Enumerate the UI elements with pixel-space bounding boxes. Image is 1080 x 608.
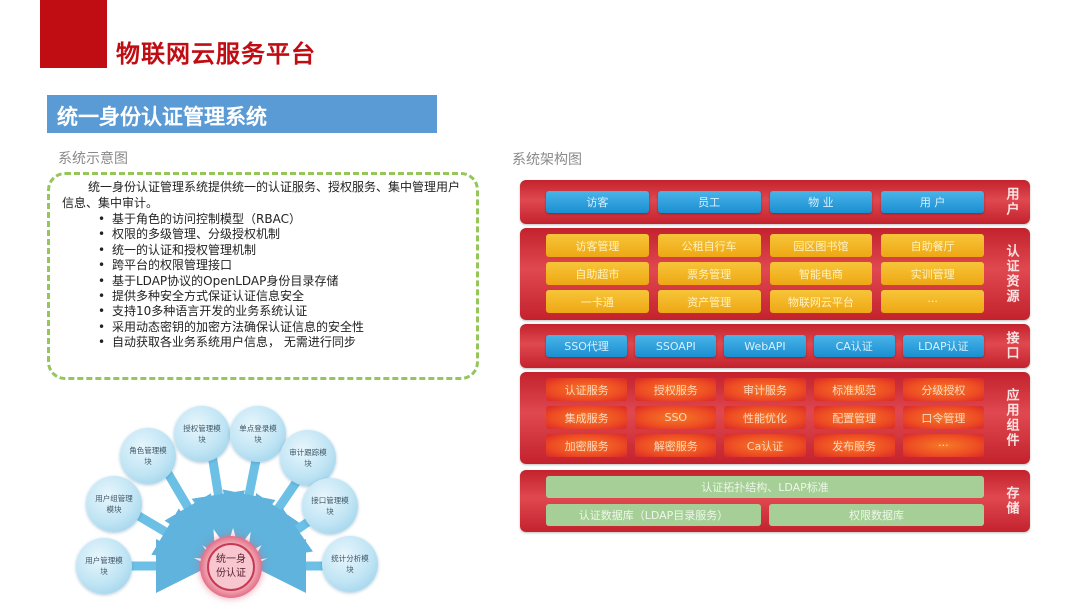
resource-cell: 物联网云平台 [769,290,873,313]
interface-cell: SSO代理 [546,335,628,357]
module-node-usergroup-mgmt: 用户组管理模块 [86,476,142,532]
layer-cells: 认证服务 授权服务 审计服务 标准规范 分级授权 集成服务 SSO 性能优化 配… [546,378,984,457]
feature-item: 基于角色的访问控制模型（RBAC） [98,212,468,228]
component-cell: 审计服务 [724,378,806,401]
layer-label: 接口 [1003,331,1019,361]
resource-cell: 资产管理 [657,290,761,313]
interface-cell: CA认证 [813,335,895,357]
brand-block [40,0,107,68]
layer-label: 认证资源 [1003,244,1019,304]
component-cell: Ca认证 [724,434,806,457]
module-node-statistics: 统计分析模块 [322,536,378,592]
feature-item: 权限的多级管理、分级授权机制 [98,227,468,243]
center-node: 统一身份认证 [200,536,262,598]
module-node-user-mgmt: 用户管理模块 [76,538,132,594]
layer-label: 存储 [1003,486,1019,516]
resource-cell: 智能电商 [769,262,873,285]
resource-cell: 公租自行车 [657,234,761,257]
interface-cell: WebAPI [724,335,806,357]
layer-cells: 认证拓扑结构、LDAP标准 认证数据库（LDAP目录服务） 权限数据库 [546,476,984,526]
feature-item: 统一的认证和授权管理机制 [98,243,468,259]
layer-cells: 访客管理 公租自行车 园区图书馆 自助餐厅 自助超市 票务管理 智能电商 实训管… [546,234,984,313]
component-cell: 分级授权 [902,378,984,401]
feature-item: 提供多种安全方式保证认证信息安全 [98,289,468,305]
storage-cell: 权限数据库 [769,504,984,526]
component-cell: 配置管理 [813,406,895,429]
component-cell: 加密服务 [546,434,628,457]
user-cell: 访客 [546,191,649,213]
layer-label: 用户 [1003,187,1019,217]
resource-cell: 访客管理 [546,234,649,257]
architecture-label: 系统架构图 [512,152,582,168]
component-cell: ··· [902,434,984,457]
feature-item: 采用动态密钥的加密方法确保认证信息的安全性 [98,320,468,336]
user-cell: 物 业 [769,191,873,213]
schematic-label: 系统示意图 [58,151,128,167]
module-node-authz-mgmt: 授权管理模块 [174,406,230,462]
resource-cell: 实训管理 [881,262,984,285]
resource-cell: 一卡通 [546,290,649,313]
component-cell: 解密服务 [635,434,717,457]
interface-cell: SSOAPI [635,335,717,357]
layer-storage: 认证拓扑结构、LDAP标准 认证数据库（LDAP目录服务） 权限数据库 存储 [520,470,1030,532]
feature-item: 支持10多种语言开发的业务系统认证 [98,304,468,320]
storage-cell: 认证数据库（LDAP目录服务） [546,504,761,526]
layer-cells: 访客 员工 物 业 用 户 [546,191,984,213]
feature-item: 基于LDAP协议的OpenLDAP身份目录存储 [98,274,468,290]
module-node-audit: 审计跟踪模块 [280,430,336,486]
storage-cell: 认证拓扑结构、LDAP标准 [546,476,984,498]
resource-cell: ··· [881,290,984,313]
layer-app-components: 认证服务 授权服务 审计服务 标准规范 分级授权 集成服务 SSO 性能优化 配… [520,372,1030,464]
layer-users: 访客 员工 物 业 用 户 用户 [520,180,1030,224]
resource-cell: 自助餐厅 [881,234,984,257]
feature-list: 基于角色的访问控制模型（RBAC） 权限的多级管理、分级授权机制 统一的认证和授… [98,212,468,351]
component-cell: 口令管理 [902,406,984,429]
layer-cells: SSO代理 SSOAPI WebAPI CA认证 LDAP认证 [546,335,984,357]
resource-cell: 票务管理 [657,262,761,285]
component-cell: 认证服务 [546,378,628,401]
component-cell: SSO [635,406,717,429]
feature-item: 自动获取各业务系统用户信息， 无需进行同步 [98,335,468,351]
module-node-sso: 单点登录模块 [230,406,286,462]
section-title: 统一身份认证管理系统 [57,105,267,129]
resource-cell: 自助超市 [546,262,649,285]
center-node-label: 统一身份认证 [207,543,255,591]
interface-cell: LDAP认证 [902,335,984,357]
module-node-interface-mgmt: 接口管理模块 [302,478,358,534]
section-header: 统一身份认证管理系统 [47,95,437,133]
layer-interfaces: SSO代理 SSOAPI WebAPI CA认证 LDAP认证 接口 [520,324,1030,368]
component-cell: 集成服务 [546,406,628,429]
layer-label: 应用组件 [1003,388,1019,448]
description-box: 统一身份认证管理系统提供统一的认证服务、授权服务、集中管理用户信息、集中审计。 … [47,172,479,380]
resource-cell: 园区图书馆 [769,234,873,257]
component-cell: 发布服务 [813,434,895,457]
description-intro: 统一身份认证管理系统提供统一的认证服务、授权服务、集中管理用户信息、集中审计。 [62,180,461,210]
page-title: 物联网云服务平台 [116,40,316,68]
user-cell: 用 户 [881,191,984,213]
layer-auth-resources: 访客管理 公租自行车 园区图书馆 自助餐厅 自助超市 票务管理 智能电商 实训管… [520,228,1030,320]
module-node-role-mgmt: 角色管理模块 [120,428,176,484]
component-cell: 授权服务 [635,378,717,401]
component-cell: 标准规范 [813,378,895,401]
component-cell: 性能优化 [724,406,806,429]
feature-item: 跨平台的权限管理接口 [98,258,468,274]
user-cell: 员工 [657,191,761,213]
module-diagram: 用户管理模块 用户组管理模块 角色管理模块 授权管理模块 单点登录模块 审计跟踪… [70,402,380,608]
